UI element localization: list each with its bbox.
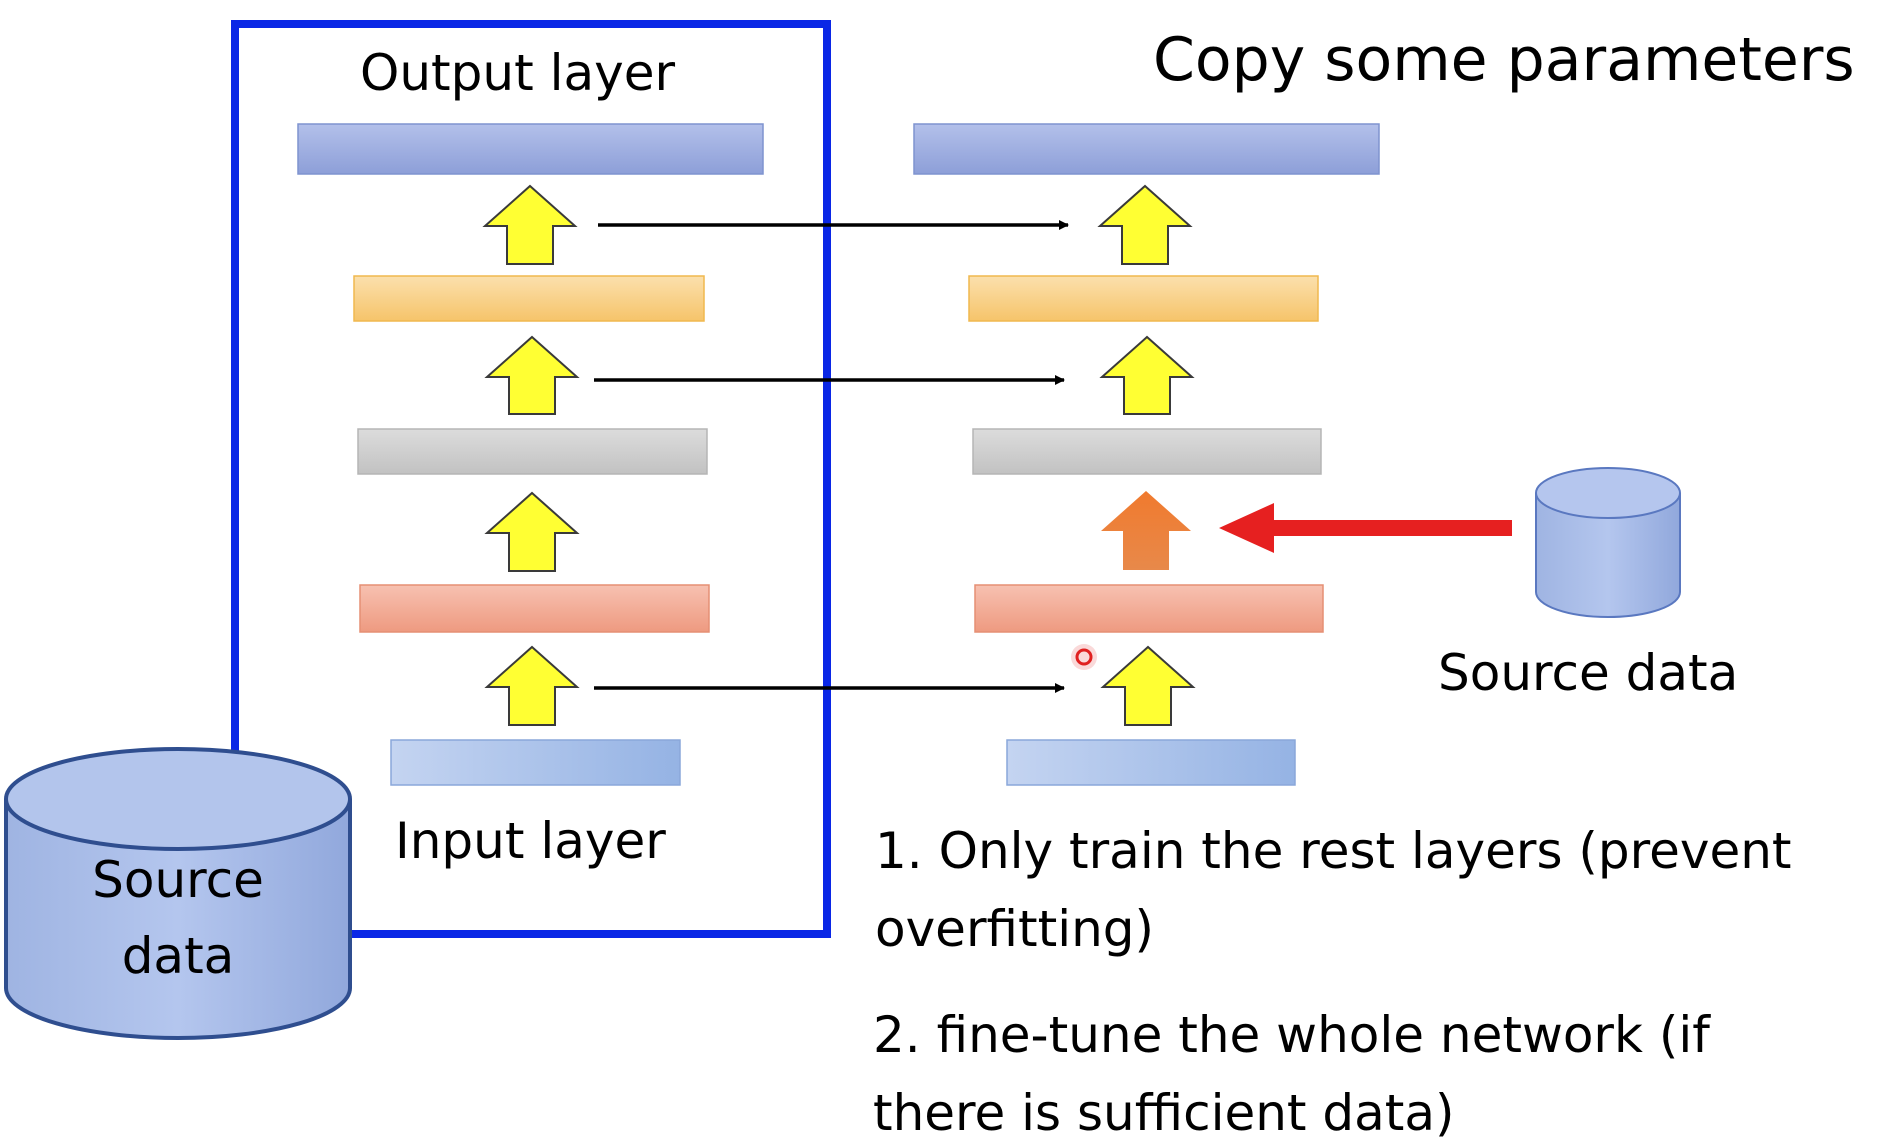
note-1-line2: overfitting) (875, 900, 1155, 958)
left-network-frame (231, 20, 831, 938)
right-hidden-layer-3 (968, 275, 1319, 322)
note-2-line1: 2. fine-tune the whole network (if (873, 1006, 1710, 1064)
source-data-label-left-line1: Source (92, 851, 264, 909)
left-hidden-layer-2 (357, 428, 708, 475)
source-data-label-left: Source data (40, 855, 316, 981)
source-data-label-right: Source data (1438, 644, 1739, 702)
note-2: 2. fine-tune the whole network (if there… (873, 1010, 1710, 1138)
right-up-arrow-3 (1099, 335, 1195, 415)
note-1-line1: 1. Only train the rest layers (prevent (875, 822, 1792, 880)
left-hidden-layer-1 (359, 584, 710, 633)
output-layer-label: Output layer (360, 44, 676, 102)
left-output-layer (297, 123, 764, 175)
source-data-label-left-line2: data (121, 927, 235, 985)
left-hidden-layer-3 (353, 275, 705, 322)
diagram (3, 20, 1681, 1040)
fine-tune-arrow (1101, 491, 1191, 570)
source-data-cylinder-right (1535, 467, 1681, 618)
right-hidden-layer-1 (974, 584, 1324, 633)
note-1: 1. Only train the rest layers (prevent o… (875, 826, 1792, 954)
slide-title: Copy some parameters (1153, 25, 1855, 95)
left-up-arrow-2 (484, 491, 580, 572)
right-up-arrow-1 (1100, 645, 1196, 726)
input-layer-label: Input layer (395, 812, 666, 870)
right-up-arrow-4 (1097, 184, 1193, 265)
data-flow-arrow (1219, 503, 1512, 553)
left-up-arrow-1 (484, 645, 580, 726)
right-hidden-layer-2 (972, 428, 1322, 475)
left-input-layer (390, 739, 681, 786)
cursor-marker (1071, 644, 1097, 670)
right-output-layer (913, 123, 1380, 175)
right-input-layer (1006, 739, 1296, 786)
left-up-arrow-4 (482, 184, 578, 265)
left-up-arrow-3 (484, 335, 580, 415)
slide: Copy some parameters Output layer Input … (3, 20, 1855, 1138)
source-data-cylinder-left (3, 747, 352, 1040)
note-2-line2: there is sufficient data) (873, 1084, 1455, 1142)
